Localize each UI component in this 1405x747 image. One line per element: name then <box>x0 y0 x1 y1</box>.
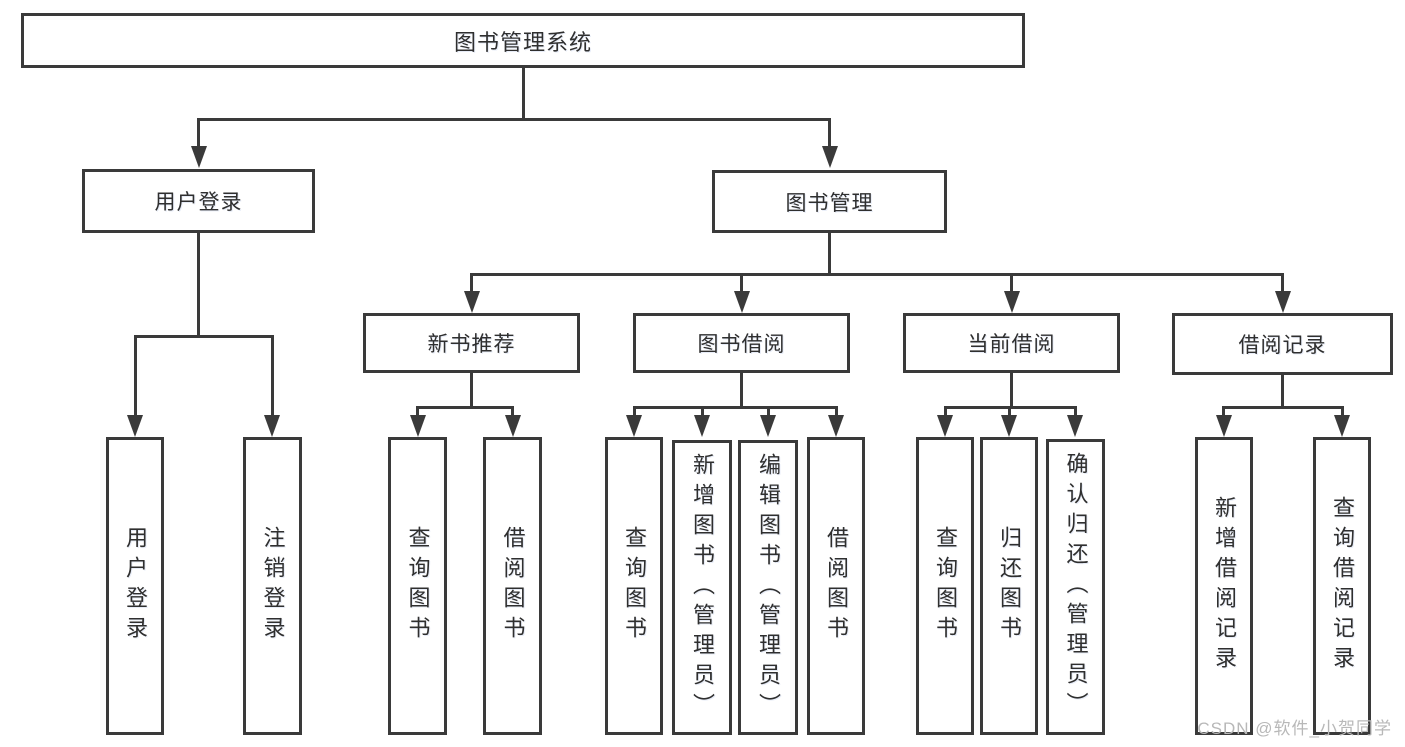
connector-level2-rail <box>197 118 831 121</box>
arrow-down-icon <box>1067 415 1083 437</box>
arrow-down-icon <box>626 415 642 437</box>
node-query-books-borrowing: 查询图书 <box>605 437 663 735</box>
node-query-books-current: 查询图书 <box>916 437 974 735</box>
arrow-down-icon <box>734 291 750 313</box>
node-add-borrow-record: 新增借阅记录 <box>1195 437 1253 735</box>
node-book-management: 图书管理 <box>712 170 947 233</box>
connector-book-mgmt-stem <box>828 233 831 273</box>
node-label: 查询图书 <box>622 526 647 646</box>
watermark-text: CSDN @软件_小贺同学 <box>1197 719 1392 738</box>
node-label: 确认归还（管理员） <box>1063 452 1089 722</box>
connector-user-login-drop <box>197 118 200 148</box>
node-label: 查询借阅记录 <box>1330 496 1355 676</box>
connector-drop <box>511 406 514 418</box>
arrow-down-icon <box>264 415 280 437</box>
node-borrowing-records: 借阅记录 <box>1172 313 1393 375</box>
connector-drop <box>767 406 770 418</box>
connector-book-mgmt-drop <box>828 118 831 148</box>
connector-drop <box>271 335 274 417</box>
node-borrow-books-borrowing: 借阅图书 <box>807 437 865 735</box>
node-new-book-recommend: 新书推荐 <box>363 313 580 373</box>
connector-drop <box>416 406 419 418</box>
connector-stem <box>470 373 473 406</box>
node-user-login: 用户登录 <box>82 169 315 233</box>
arrow-down-icon <box>828 415 844 437</box>
node-label: 新书推荐 <box>427 333 516 356</box>
node-label: 新增图书（管理员） <box>690 452 715 723</box>
node-label: 借阅图书 <box>500 526 526 646</box>
node-book-borrowing: 图书借阅 <box>633 313 850 373</box>
node-label: 查询图书 <box>933 526 958 646</box>
arrow-down-icon <box>464 291 480 313</box>
connector-drop <box>1010 273 1013 293</box>
connector-user-login-rail <box>134 335 274 338</box>
node-label: 当前借阅 <box>967 333 1056 356</box>
node-label: 归还图书 <box>997 526 1022 646</box>
connector-drop <box>1281 273 1284 293</box>
connector-drop <box>1341 406 1344 418</box>
node-user-login-action: 用户登录 <box>106 437 164 735</box>
node-logout: 注销登录 <box>243 437 302 735</box>
node-label: 借阅图书 <box>824 526 849 646</box>
connector-drop <box>633 406 636 418</box>
connector-stem <box>740 373 743 406</box>
connector-drop <box>944 406 947 418</box>
connector-level3-rail <box>470 273 1283 276</box>
node-label: 注销登录 <box>260 526 286 646</box>
arrow-down-icon <box>1334 415 1350 437</box>
connector-rail <box>633 406 837 409</box>
arrow-down-icon <box>127 415 143 437</box>
node-label: 新增借阅记录 <box>1212 496 1237 676</box>
node-query-borrow-record: 查询借阅记录 <box>1313 437 1371 735</box>
connector-drop <box>1008 406 1011 418</box>
arrow-down-icon <box>191 146 207 168</box>
arrow-down-icon <box>937 415 953 437</box>
node-label: 图书借阅 <box>697 333 786 356</box>
node-library-management-system: 图书管理系统 <box>21 13 1025 68</box>
arrow-down-icon <box>822 146 838 168</box>
node-label: 借阅记录 <box>1238 334 1327 357</box>
arrow-down-icon <box>694 415 710 437</box>
connector-drop <box>134 335 137 417</box>
node-label: 查询图书 <box>405 526 431 646</box>
node-current-borrowing: 当前借阅 <box>903 313 1120 373</box>
connector-stem <box>1281 375 1284 406</box>
connector-drop <box>701 406 704 418</box>
connector-rail <box>416 406 513 409</box>
arrow-down-icon <box>410 415 426 437</box>
connector-root-stem <box>522 68 525 118</box>
arrow-down-icon <box>505 415 521 437</box>
arrow-down-icon <box>1004 291 1020 313</box>
node-return-book: 归还图书 <box>980 437 1038 735</box>
connector-drop <box>1074 406 1077 418</box>
node-label: 图书管理 <box>785 191 874 215</box>
node-confirm-return-admin: 确认归还（管理员） <box>1046 439 1105 735</box>
node-edit-book-admin: 编辑图书（管理员） <box>738 440 798 735</box>
arrow-down-icon <box>1001 415 1017 437</box>
node-label: 用户登录 <box>123 526 148 646</box>
connector-drop <box>740 273 743 293</box>
node-label: 用户登录 <box>154 191 243 214</box>
node-label: 图书管理系统 <box>453 29 592 55</box>
arrow-down-icon <box>760 415 776 437</box>
node-borrow-books-recommend: 借阅图书 <box>483 437 542 735</box>
connector-rail <box>1222 406 1343 409</box>
connector-drop <box>1222 406 1225 418</box>
node-label: 编辑图书（管理员） <box>756 452 781 723</box>
connector-drop <box>470 273 473 293</box>
arrow-down-icon <box>1216 415 1232 437</box>
node-add-book-admin: 新增图书（管理员） <box>672 440 732 735</box>
node-query-books-recommend: 查询图书 <box>388 437 447 735</box>
connector-drop <box>835 406 838 418</box>
connector-user-login-stem <box>197 233 200 335</box>
connector-stem <box>1010 373 1013 406</box>
arrow-down-icon <box>1275 291 1291 313</box>
